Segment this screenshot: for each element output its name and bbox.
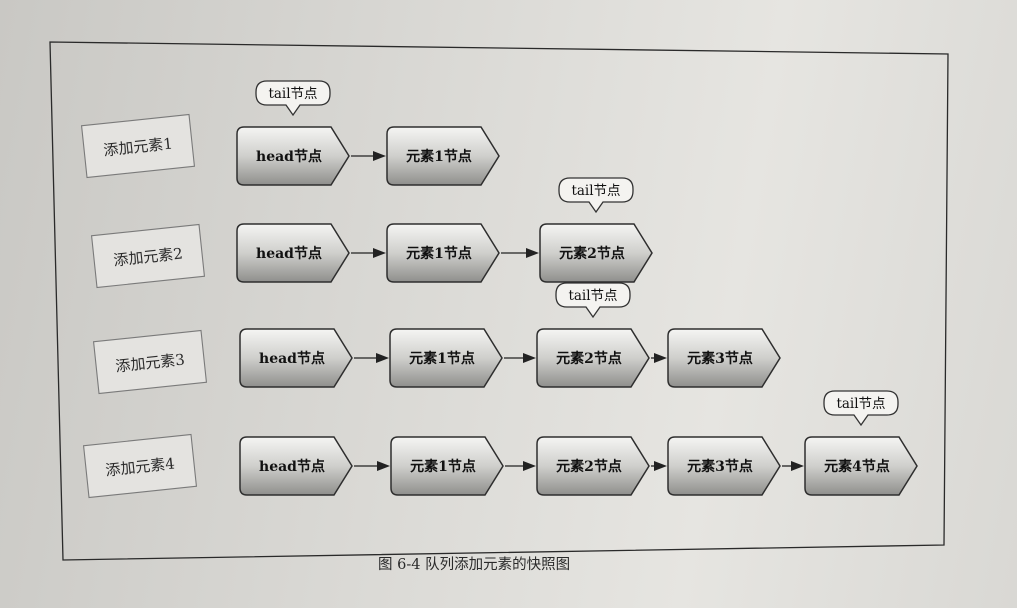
tail-callout-label: tail节点 bbox=[568, 288, 617, 304]
head-node: head节点 bbox=[239, 436, 353, 496]
node-label: 元素1节点 bbox=[406, 245, 472, 262]
figure-caption: 图 6-4 队列添加元素的快照图 bbox=[378, 556, 570, 573]
head-node: head节点 bbox=[236, 223, 350, 283]
snapshot-row: 添加元素1 head节点 元素1节点 tail节点 bbox=[80, 80, 500, 186]
element-node: 元素3节点 bbox=[667, 436, 781, 496]
tail-callout: tail节点 bbox=[255, 80, 331, 117]
snapshot-row: 添加元素2 head节点 元素1节点 元素2节点 tail节点 bbox=[90, 177, 653, 289]
link-arrow bbox=[351, 248, 386, 258]
node-label: 元素2节点 bbox=[556, 458, 622, 475]
element-node: 元素1节点 bbox=[386, 126, 500, 186]
node-label: 元素1节点 bbox=[406, 148, 472, 165]
tail-callout: tail节点 bbox=[558, 177, 634, 214]
tail-callout-label: tail节点 bbox=[571, 183, 620, 199]
link-arrow bbox=[505, 461, 536, 471]
element-node: 元素2节点 bbox=[539, 223, 653, 283]
tail-callout: tail节点 bbox=[555, 282, 631, 319]
step-label-box: 添加元素2 bbox=[90, 223, 206, 289]
step-label-box: 添加元素3 bbox=[92, 329, 208, 395]
node-label: 元素3节点 bbox=[687, 458, 753, 475]
node-label: head节点 bbox=[259, 458, 325, 475]
element-node: 元素4节点 bbox=[804, 436, 918, 496]
node-label: 元素1节点 bbox=[409, 350, 475, 367]
link-arrow bbox=[651, 461, 667, 471]
element-node: 元素2节点 bbox=[536, 436, 650, 496]
figure-frame bbox=[49, 41, 949, 561]
snapshot-row: 添加元素4 head节点 元素1节点 元素2节点 元素3节点 元素4节点 tail节点 bbox=[82, 390, 918, 499]
link-arrow bbox=[782, 461, 804, 471]
node-label: head节点 bbox=[259, 350, 325, 367]
head-node: head节点 bbox=[239, 328, 353, 388]
element-node: 元素1节点 bbox=[390, 436, 504, 496]
link-arrow bbox=[504, 353, 536, 363]
link-arrow bbox=[354, 353, 389, 363]
node-label: head节点 bbox=[256, 148, 322, 165]
step-label-box: 添加元素1 bbox=[80, 113, 196, 179]
snapshot-row: 添加元素3 head节点 元素1节点 元素2节点 元素3节点 tail节点 bbox=[92, 282, 781, 395]
node-label: 元素4节点 bbox=[824, 458, 890, 475]
element-node: 元素1节点 bbox=[389, 328, 503, 388]
element-node: 元素3节点 bbox=[667, 328, 781, 388]
element-node: 元素2节点 bbox=[536, 328, 650, 388]
tail-callout-label: tail节点 bbox=[836, 396, 885, 412]
link-arrow bbox=[354, 461, 390, 471]
node-label: 元素3节点 bbox=[687, 350, 753, 367]
node-label: 元素2节点 bbox=[559, 245, 625, 262]
node-label: 元素2节点 bbox=[556, 350, 622, 367]
node-label: 元素1节点 bbox=[410, 458, 476, 475]
step-label-box: 添加元素4 bbox=[82, 433, 198, 499]
link-arrow bbox=[351, 151, 386, 161]
head-node: head节点 bbox=[236, 126, 350, 186]
tail-callout-label: tail节点 bbox=[268, 86, 317, 102]
element-node: 元素1节点 bbox=[386, 223, 500, 283]
node-label: head节点 bbox=[256, 245, 322, 262]
link-arrow bbox=[501, 248, 539, 258]
tail-callout: tail节点 bbox=[823, 390, 899, 427]
link-arrow bbox=[651, 353, 667, 363]
